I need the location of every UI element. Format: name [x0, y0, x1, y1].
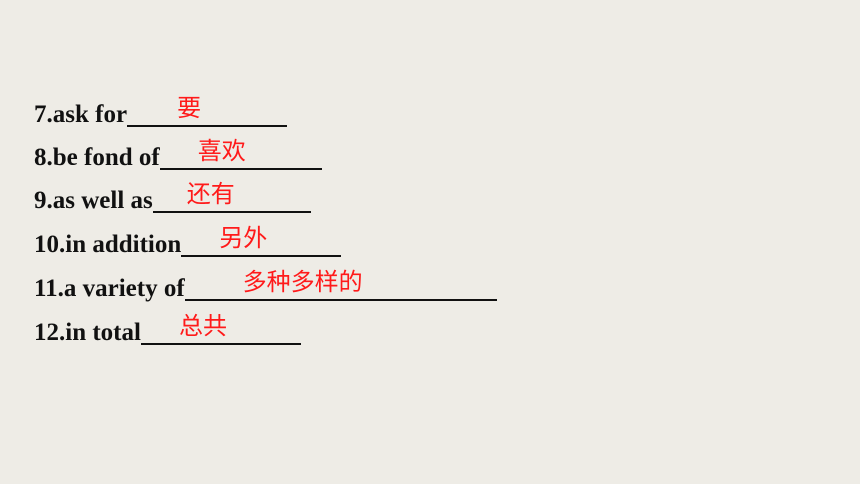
answer-blank: 还有 — [152, 180, 311, 216]
blank-underline — [184, 299, 497, 301]
blank-underline — [140, 343, 301, 345]
term-text: 7.ask for — [34, 101, 128, 128]
answer-blank: 喜欢 — [159, 137, 322, 173]
answer-text: 总共 — [178, 312, 227, 340]
exercise-item-12: 12.in total 总共 — [34, 312, 301, 348]
answer-text: 多种多样的 — [242, 268, 363, 296]
term-text: 8.be fond of — [34, 144, 160, 171]
answer-blank: 要 — [127, 94, 288, 130]
exercise-item-8: 8.be fond of 喜欢 — [34, 137, 322, 173]
answer-text: 喜欢 — [197, 137, 246, 165]
answer-text: 要 — [177, 94, 202, 122]
answer-blank: 总共 — [140, 312, 301, 348]
blank-underline — [159, 168, 322, 170]
blank-underline — [152, 211, 311, 213]
exercise-item-10: 10.in addition 另外 — [34, 224, 342, 260]
blank-underline — [181, 255, 342, 257]
answer-blank: 多种多样的 — [184, 268, 497, 304]
term-text: 11.a variety of — [34, 275, 185, 302]
term-text: 10.in addition — [34, 231, 182, 258]
answer-text: 另外 — [219, 224, 268, 252]
exercise-item-9: 9.as well as 还有 — [34, 180, 311, 216]
blank-underline — [127, 125, 288, 127]
exercise-item-7: 7.ask for 要 — [34, 94, 288, 130]
answer-blank: 另外 — [181, 224, 342, 260]
answer-text: 还有 — [186, 180, 235, 208]
term-text: 12.in total — [34, 319, 141, 346]
term-text: 9.as well as — [34, 187, 153, 214]
exercise-item-11: 11.a variety of 多种多样的 — [34, 268, 497, 304]
